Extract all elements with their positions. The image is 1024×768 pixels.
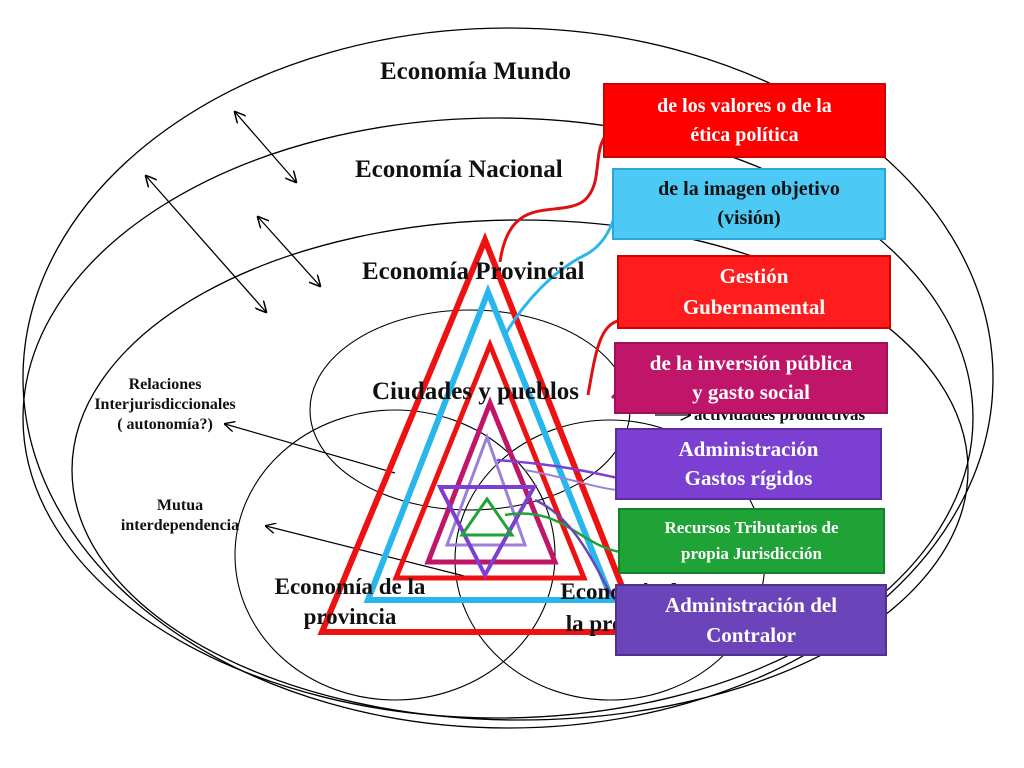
label-econ-left-line1: Economía de la [274, 574, 426, 599]
box-recursos-line2: propia Jurisdicción [681, 544, 822, 563]
label-relaciones-line3: ( autonomía?) [117, 416, 213, 433]
mutua-arrow [266, 526, 481, 581]
box-inversion-line2: y gasto social [692, 380, 810, 404]
box-imagen-objetivo: de la imagen objetivo (visión) [612, 168, 886, 240]
box-inversion-publica: de la inversión pública y gasto social [614, 342, 888, 414]
province-economy-circle-left [234, 409, 556, 701]
outer-red-triangle [317, 232, 645, 635]
label-economia-mundo: Economía Mundo [380, 58, 572, 85]
blue-triangle [363, 283, 617, 603]
magenta-triangle [424, 396, 559, 565]
label-mutua: Mutua interdependencia [90, 496, 270, 536]
label-mutua-line2: interdependencia [120, 517, 240, 534]
relaciones-arrow [225, 424, 396, 474]
national-economy-oval [22, 117, 974, 719]
double-arrow-1 [235, 112, 296, 182]
connector-gastos [496, 458, 619, 480]
lavender-triangle [444, 432, 528, 547]
box-recursos-tributarios: Recursos Tributarios de propia Jurisdicci… [618, 508, 885, 574]
box-gastos-line2: Gastos rígidos [684, 466, 813, 490]
box-imagen-line2: (visión) [717, 207, 781, 229]
box-imagen-line1: de la imagen objetivo [658, 178, 840, 200]
connector-vision [503, 214, 617, 336]
box-valores-etica: de los valores o de la ética política [603, 83, 886, 158]
double-arrow-3 [258, 217, 320, 286]
box-gestion-line2: Gubernamental [682, 295, 826, 319]
box-gestion-line1: Gestión [719, 264, 789, 288]
double-arrow-2 [146, 176, 266, 312]
label-economia-provincial: Economía Provincial [362, 258, 585, 285]
box-valores-line1: de los valores o de la [657, 94, 832, 117]
inner-red-triangle [392, 338, 588, 581]
box-contralor-line2: Contralor [706, 623, 796, 647]
label-relaciones: Relaciones Interjurisdiccionales ( auton… [60, 375, 270, 435]
label-relaciones-line2: Interjurisdiccionales [94, 396, 236, 413]
label-ciudades-pueblos: Ciudades y pueblos [372, 378, 580, 405]
label-economia-provincia-left: Economía de la provincia [250, 572, 450, 632]
world-economy-oval [22, 27, 994, 729]
label-econ-left-line2: provincia [303, 604, 397, 629]
box-valores-line2: ética política [690, 123, 799, 146]
label-relaciones-line1: Relaciones [128, 376, 202, 393]
label-mutua-line1: Mutua [156, 497, 204, 514]
box-gastos-line1: Administración [678, 437, 819, 461]
box-recursos-line1: Recursos Tributarios de [664, 518, 839, 537]
label-economia-nacional: Economía Nacional [355, 156, 563, 183]
box-inversion-line1: de la inversión pública [649, 351, 853, 375]
connector-values [498, 128, 612, 263]
connector-gastos-2 [524, 469, 619, 491]
box-contralor-line1: Administración del [664, 593, 838, 617]
green-triangle [459, 496, 515, 537]
connector-contralor [534, 498, 617, 601]
